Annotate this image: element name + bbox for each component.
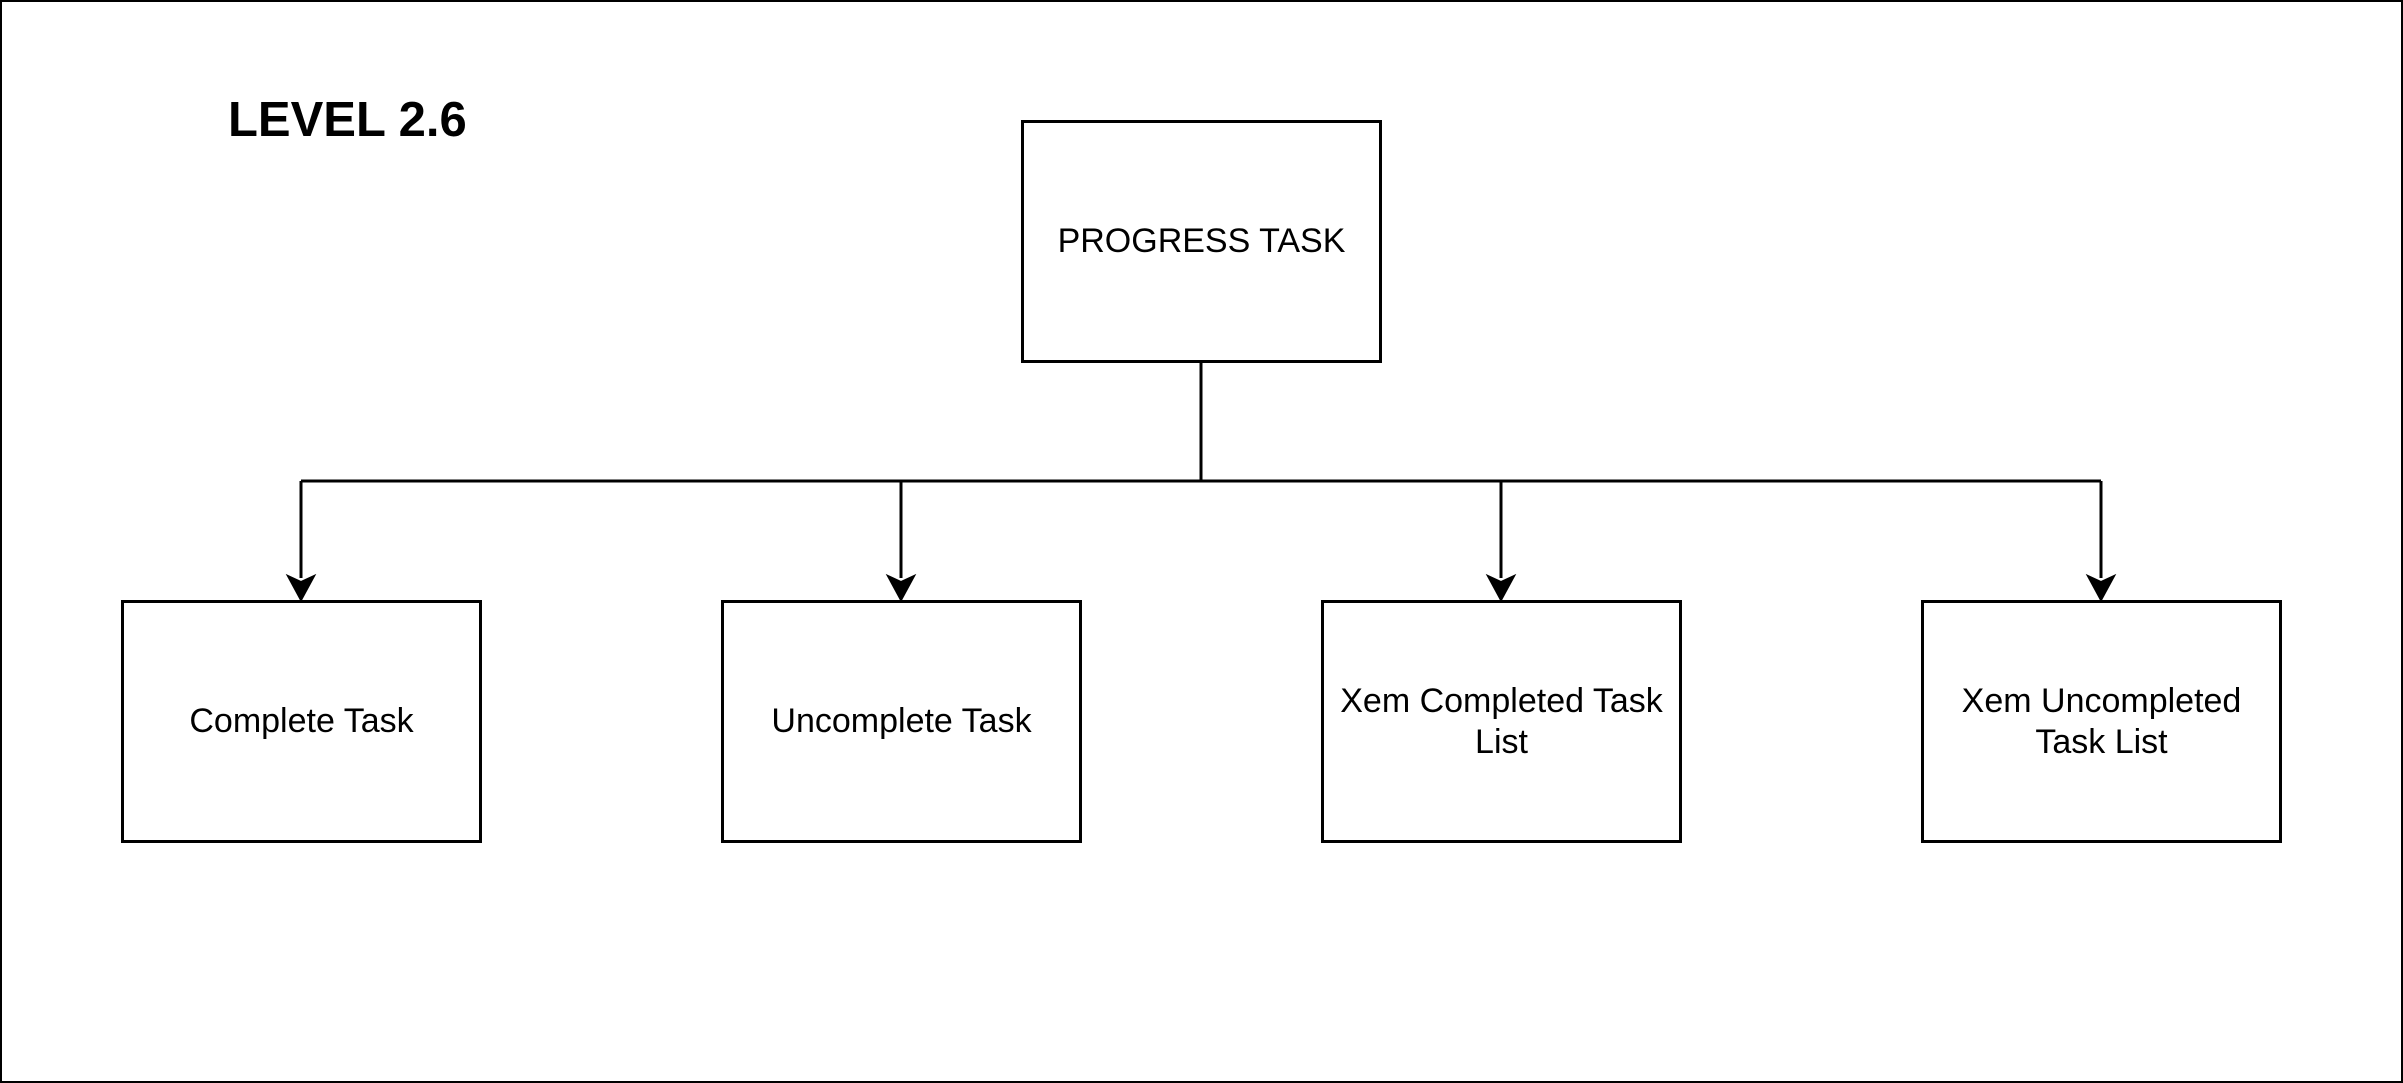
- node-uncomplete-task[interactable]: Uncomplete Task: [721, 600, 1082, 843]
- node-xem-completed-task-list[interactable]: Xem Completed Task List: [1321, 600, 1682, 843]
- node-progress-task-label: PROGRESS TASK: [1057, 222, 1346, 260]
- connector-drop-complete-task: [285, 481, 317, 603]
- node-complete-task[interactable]: Complete Task: [121, 600, 482, 843]
- connector-drop-xem-uncompleted-task-list: [2085, 481, 2117, 603]
- node-progress-task[interactable]: PROGRESS TASK: [1021, 120, 1382, 363]
- node-xem-completed-task-list-label: Xem Completed Task List: [1340, 681, 1663, 761]
- node-xem-uncompleted-task-list[interactable]: Xem Uncompleted Task List: [1921, 600, 2282, 843]
- connector-drop-uncomplete-task: [885, 481, 917, 603]
- connector-drop-xem-completed-task-list: [1485, 481, 1517, 603]
- diagram-title: LEVEL 2.6: [228, 93, 467, 147]
- node-uncomplete-task-label: Uncomplete Task: [771, 702, 1032, 740]
- node-xem-uncompleted-task-list-label: Xem Uncompleted Task List: [1961, 681, 2242, 761]
- node-complete-task-label: Complete Task: [189, 702, 414, 740]
